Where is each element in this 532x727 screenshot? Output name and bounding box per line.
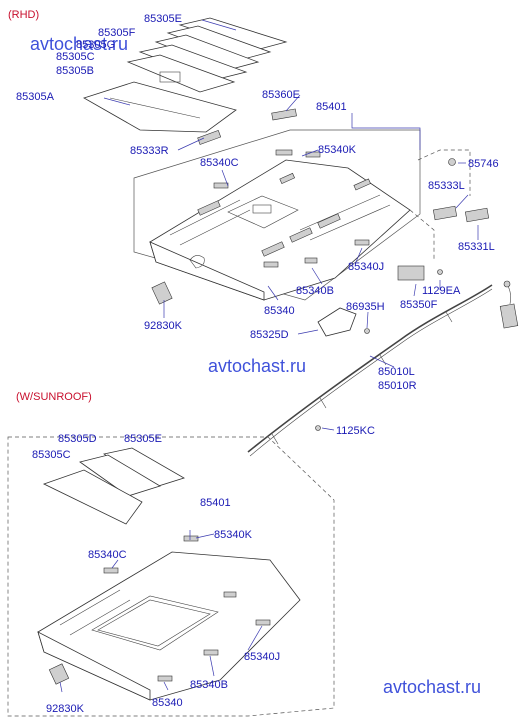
- watermark-middle: avtochast.ru: [208, 356, 306, 376]
- label-85010L: 85010L: [378, 366, 415, 378]
- roof-pad-stack: [83, 17, 288, 133]
- label-85340K: 85340K: [318, 144, 357, 156]
- label-85305E: 85305E: [144, 13, 182, 25]
- label-85340: 85340: [264, 305, 295, 317]
- label-85305F: 85305F: [98, 27, 136, 39]
- sr-label-85340B: 85340B: [190, 679, 228, 691]
- label-85333R: 85333R: [130, 145, 169, 157]
- label-85305C: 85305C: [56, 51, 95, 63]
- link-lines-rhd: [409, 149, 471, 260]
- label-85340J: 85340J: [348, 261, 384, 273]
- label-1125KC: 1125KC: [336, 425, 375, 437]
- sr-label-85340J: 85340J: [244, 651, 280, 663]
- label-1129EA: 1129EA: [422, 285, 461, 297]
- small-parts-rhd: [151, 108, 490, 431]
- sr-label-85401: 85401: [200, 497, 231, 509]
- sunroof-frame: [7, 436, 335, 717]
- label-85305B: 85305B: [56, 65, 94, 77]
- sr-label-85340K: 85340K: [214, 529, 253, 541]
- label-86935H: 86935H: [346, 301, 385, 313]
- curtain-airbag-strip: [247, 280, 519, 457]
- sr-label-85305D: 85305D: [58, 433, 97, 445]
- sunroof-pads: [42, 447, 185, 525]
- headliner-rhd: [133, 129, 421, 301]
- label-85340B: 85340B: [296, 285, 334, 297]
- sr-label-85305E: 85305E: [124, 433, 162, 445]
- label-85340C: 85340C: [200, 157, 239, 169]
- label-85325D: 85325D: [250, 329, 289, 341]
- label-85305G: 85305G: [76, 39, 115, 51]
- sr-label-85340: 85340: [152, 697, 183, 709]
- label-85305A: 85305A: [16, 91, 55, 103]
- label-85333L: 85333L: [428, 180, 465, 192]
- leader-lines: [59, 19, 479, 693]
- label-85010R: 85010R: [378, 380, 417, 392]
- sr-label-92830K: 92830K: [46, 703, 85, 715]
- label-85401: 85401: [316, 101, 347, 113]
- headliner-sunroof: [37, 535, 301, 701]
- sr-label-85340C: 85340C: [88, 549, 127, 561]
- label-85331L: 85331L: [458, 241, 495, 253]
- label-85350F: 85350F: [400, 299, 438, 311]
- note-rhd: (RHD): [8, 9, 39, 21]
- label-85746: 85746: [468, 158, 499, 170]
- label-92830K: 92830K: [144, 320, 183, 332]
- label-85360E: 85360E: [262, 89, 300, 101]
- note-sunroof: (W/SUNROOF): [16, 391, 92, 403]
- sr-label-85305C: 85305C: [32, 449, 71, 461]
- watermark-top: avtochast.ru: [30, 34, 128, 54]
- watermark-bottom: avtochast.ru: [383, 677, 481, 697]
